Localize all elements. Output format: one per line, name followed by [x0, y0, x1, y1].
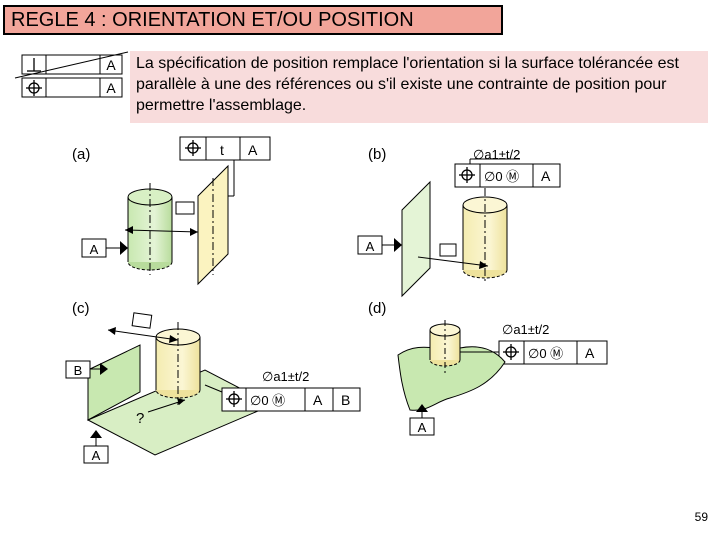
page-title: REGLE 4 : ORIENTATION ET/OU POSITION [3, 5, 503, 35]
panel-d-datum-frame: A [418, 420, 427, 435]
panel-a-label: (a) [72, 146, 90, 163]
panel-c-question: ? [136, 410, 144, 427]
panel-b: (b) ∅a1±t/2 ∅0 Ⓜ A A [357, 146, 561, 298]
panel-c-datum-b: B [74, 363, 83, 378]
rule-note: La spécification de position remplace l'… [130, 51, 708, 123]
panel-d-tolerance: ∅0 Ⓜ [528, 346, 563, 361]
panel-d: (d) ∅a1±t/2 ∅0 Ⓜ A A [368, 300, 608, 436]
panel-c-label: (c) [72, 300, 90, 317]
page-number: 59 [694, 510, 708, 524]
panel-c: (c) ? B A ∅a1±t/2 ∅0 Ⓜ [65, 300, 361, 464]
panel-c-tolerance: ∅0 Ⓜ [250, 393, 285, 408]
panel-d-datum: A [585, 345, 595, 361]
panel-b-tolerance: ∅0 Ⓜ [484, 169, 519, 184]
panel-b-dimension: ∅a1±t/2 [473, 147, 520, 162]
panel-a-datum: A [248, 142, 258, 158]
panel-c-dimension: ∅a1±t/2 [262, 369, 309, 384]
panel-a-tolerance: t [220, 142, 224, 158]
panel-c-datum-a: A [92, 448, 101, 463]
panel-a-datum-frame: A [90, 242, 99, 257]
legend-datum-1: A [106, 57, 116, 73]
panel-d-label: (d) [368, 300, 386, 317]
legend-frames: A A [14, 51, 129, 98]
panel-b-label: (b) [368, 146, 386, 163]
panel-a: (a) t A A [72, 136, 271, 286]
legend-datum-2: A [106, 80, 116, 96]
panel-d-dimension: ∅a1±t/2 [502, 322, 549, 337]
panel-c-datum1: A [313, 392, 323, 408]
panel-b-datum: A [541, 168, 551, 184]
panel-b-datum-frame: A [366, 239, 375, 254]
panel-c-datum2: B [341, 392, 350, 408]
